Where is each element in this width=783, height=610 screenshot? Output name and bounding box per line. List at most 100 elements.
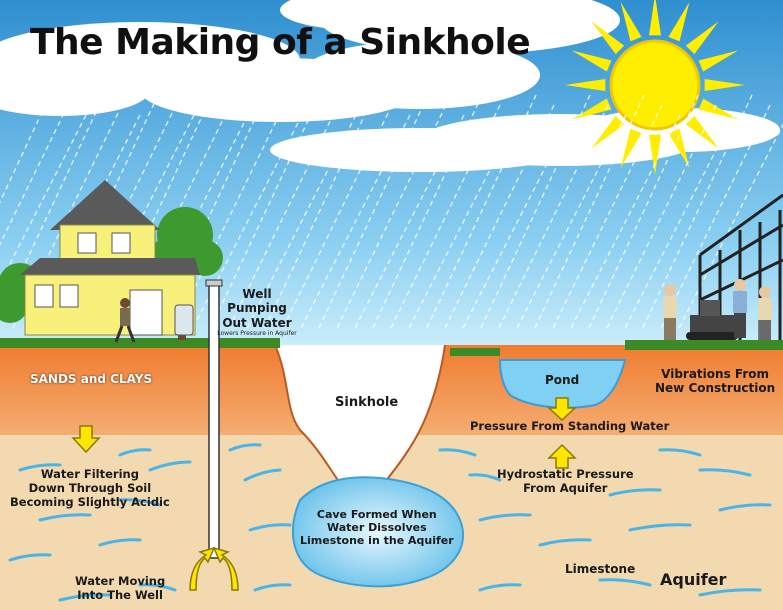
label-hydrostatic: Hydrostatic Pressure From Aquifer (497, 467, 634, 495)
rain-streak (389, 104, 501, 331)
label-well-pumping: Well Pumping Out Water Lowers Pressure i… (212, 287, 302, 337)
limestone-crack (658, 448, 702, 457)
sun-ray (649, 134, 661, 175)
label-pressure-standing: Pressure From Standing Water (470, 419, 670, 433)
limestone-crack (253, 583, 292, 592)
sinkhole-void (275, 345, 445, 490)
person-icon (114, 298, 136, 343)
limestone-crack (698, 468, 752, 477)
sun-ray (591, 21, 625, 55)
rain-streak (461, 114, 573, 331)
limestone-crack (138, 583, 177, 592)
limestone-crack (598, 578, 652, 587)
pond (498, 359, 627, 409)
rain-streak (0, 114, 87, 285)
label-aquifer: Aquifer (660, 570, 727, 589)
label-limestone: Limestone (565, 562, 636, 576)
rain (0, 94, 783, 331)
bulldozer-icon (686, 300, 738, 340)
rain-streak (497, 104, 609, 331)
label-cave: Cave Formed When Water Dissolves Limesto… (300, 508, 454, 548)
sun-ray (668, 128, 690, 169)
limestone-crack (248, 523, 292, 532)
sun-ray (620, 128, 642, 169)
limestone-crack (698, 588, 762, 597)
sinkhole-rim (274, 344, 446, 491)
label-vibrations: Vibrations From New Construction (655, 367, 776, 396)
limestone-crack (58, 593, 112, 602)
limestone-crack (628, 523, 692, 532)
sun-ray (571, 98, 612, 120)
hydrostatic-up-arrow (547, 443, 577, 469)
limestone-crack (228, 443, 262, 452)
limestone-crack (438, 448, 477, 457)
label-well-pumping-sub: Lowers Pressure in Aquifer (217, 330, 297, 338)
limestone-crack (243, 468, 282, 482)
sun-ray (571, 50, 612, 72)
label-filtering: Water Filtering Down Through Soil Becomi… (10, 467, 170, 509)
rain-streak (443, 104, 555, 331)
rain-streak (515, 114, 627, 331)
limestone-crack (118, 448, 152, 457)
rain-streak (677, 123, 783, 331)
rain-streak (317, 94, 429, 331)
label-sands-clays: SANDS and CLAYS (30, 372, 153, 386)
label-water-moving: Water Moving Into The Well (75, 574, 166, 602)
cloud-top (280, 0, 620, 54)
limestone-crack (118, 498, 162, 507)
sun-ray (698, 98, 739, 120)
grass (0, 338, 783, 356)
rain-streak (353, 114, 465, 331)
limestone-crack (608, 488, 662, 497)
sun-ray (668, 1, 690, 42)
limestone-crack (8, 553, 52, 562)
sun-ray (649, 0, 661, 36)
limestone-crack (538, 538, 592, 547)
label-sinkhole: Sinkhole (335, 395, 399, 410)
well-pipe (205, 279, 223, 559)
rain-streak (605, 104, 717, 331)
limestone-crack (148, 460, 192, 472)
rain-streak (299, 114, 411, 331)
rain-streak (407, 114, 519, 331)
label-well-pumping-main: Well Pumping Out Water (222, 287, 292, 330)
sun-ray (685, 21, 719, 55)
rain-streak (335, 104, 447, 331)
cloud-left (0, 22, 540, 122)
limestone-crack (718, 503, 772, 512)
rain-streak (209, 94, 321, 331)
workers-icon (663, 279, 772, 340)
limestone-cracks (8, 443, 772, 602)
sun-ray (704, 79, 745, 91)
rain-streak (245, 114, 357, 331)
rain-streak (533, 94, 645, 331)
pond-pressure-arrow (547, 397, 577, 422)
page-title: The Making of a Sinkhole (30, 22, 531, 63)
house-icon (20, 180, 200, 336)
cave (291, 476, 465, 588)
well-inflow-arrows (189, 546, 239, 591)
rain-streak (281, 104, 393, 331)
limestone-crack (478, 583, 522, 592)
limestone-crack (18, 463, 62, 472)
rain-streak (263, 94, 375, 331)
rain-streak (587, 94, 699, 331)
rain-streak (551, 104, 663, 331)
sun-ray (620, 1, 642, 42)
rain-streak (371, 94, 483, 331)
limestone-crack (98, 538, 142, 547)
sun-ray (698, 50, 739, 72)
limestone-crack (38, 513, 92, 522)
rain-streak (659, 104, 771, 331)
rain-streak (227, 104, 339, 331)
rain-streak (623, 114, 735, 331)
rain-streak (641, 94, 753, 331)
sun-ray (565, 79, 606, 91)
limestone-crack (468, 473, 502, 482)
sun-ray (591, 115, 625, 149)
filtering-down-arrow (71, 425, 101, 454)
limestone-crack (478, 513, 532, 522)
label-pond: Pond (545, 373, 580, 387)
